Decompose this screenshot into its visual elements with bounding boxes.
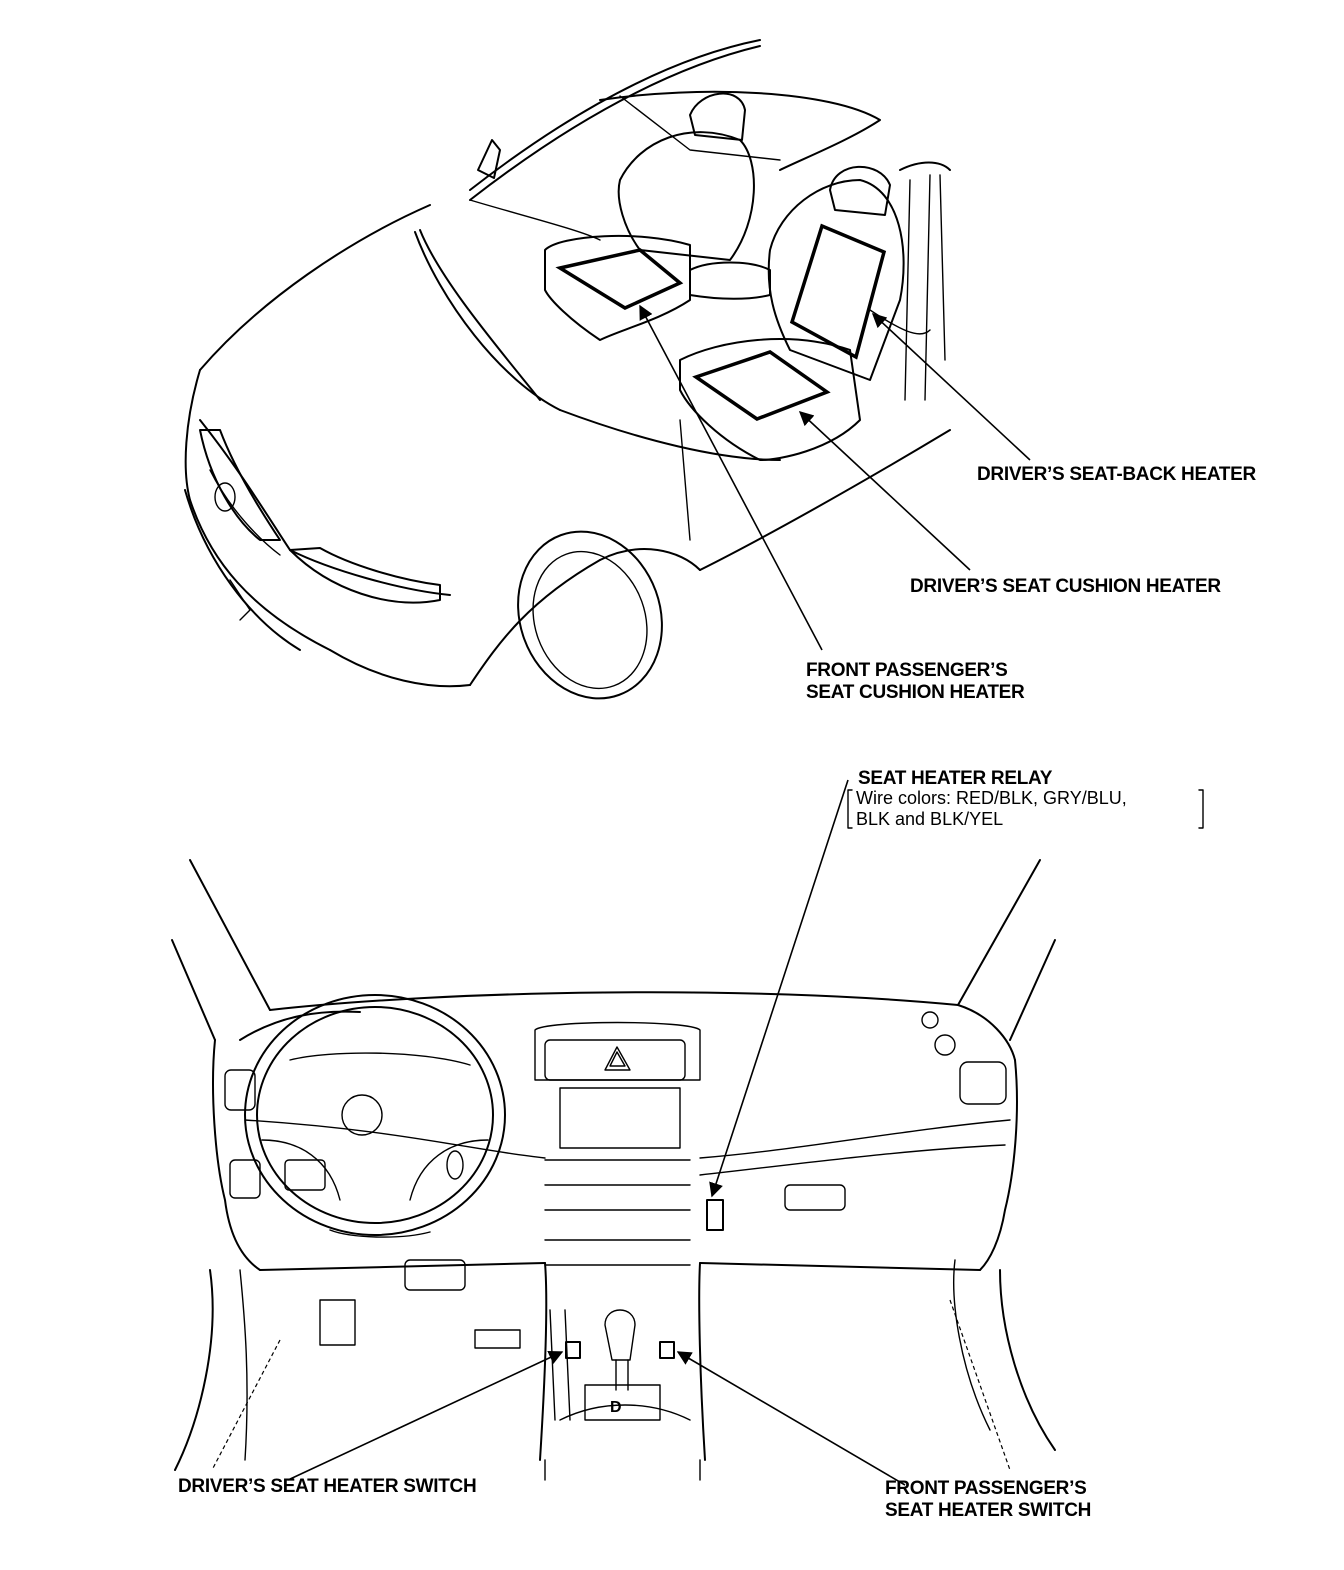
relay-wire-colors-line2: BLK and BLK/YEL <box>856 809 1004 829</box>
relay-note-bracket-left <box>847 789 853 829</box>
passenger-cushion-heater-leader <box>639 304 823 651</box>
passenger-cushion-heater-label-line1: FRONT PASSENGER’S <box>806 660 1008 681</box>
svg-text:D: D <box>610 1399 622 1416</box>
driver-switch-leader <box>287 1350 564 1481</box>
passenger-seat-cushion-heater-pad <box>555 248 684 310</box>
seat-back-heater-leader <box>871 313 1031 461</box>
driver-seat-heater-switch-label: DRIVER’S SEAT HEATER SWITCH <box>178 1476 477 1497</box>
seat-back-heater-label: DRIVER’S SEAT-BACK HEATER <box>977 464 1256 485</box>
passenger-cushion-heater-label-line2: SEAT CUSHION HEATER <box>806 682 1025 703</box>
passenger-switch-leader <box>676 1351 906 1486</box>
passenger-seat-heater-switch <box>659 1341 675 1359</box>
driver-seat-heater-switch <box>565 1341 581 1359</box>
passenger-seat-heater-switch-label-line1: FRONT PASSENGER’S <box>885 1478 1087 1499</box>
passenger-seat-heater-switch-label: FRONT PASSENGER’S SEAT HEATER SWITCH <box>885 1478 1091 1522</box>
seat-cushion-heater-label: DRIVER’S SEAT CUSHION HEATER <box>910 576 1221 597</box>
passenger-seat-heater-switch-label-line2: SEAT HEATER SWITCH <box>885 1500 1092 1521</box>
seat-heater-relay-box <box>706 1199 724 1231</box>
passenger-cushion-heater-label: FRONT PASSENGER’S SEAT CUSHION HEATER <box>806 660 1025 704</box>
relay-wire-colors-note: Wire colors: RED/BLK, GRY/BLU, BLK and B… <box>856 788 1127 830</box>
relay-wire-colors-line1: Wire colors: RED/BLK, GRY/BLU, <box>856 788 1127 808</box>
driver-seat-back-heater-pad <box>789 223 887 360</box>
driver-seat-cushion-heater-pad <box>692 350 831 421</box>
relay-note-bracket-right <box>1198 789 1204 829</box>
seat-cushion-heater-leader <box>798 411 971 571</box>
relay-leader <box>709 779 849 1198</box>
car-illustration <box>184 39 951 700</box>
seat-heater-relay-label: SEAT HEATER RELAY <box>858 768 1053 789</box>
hazard-triangle-icon <box>604 1046 631 1071</box>
dashboard-illustration: D <box>171 859 1056 1481</box>
